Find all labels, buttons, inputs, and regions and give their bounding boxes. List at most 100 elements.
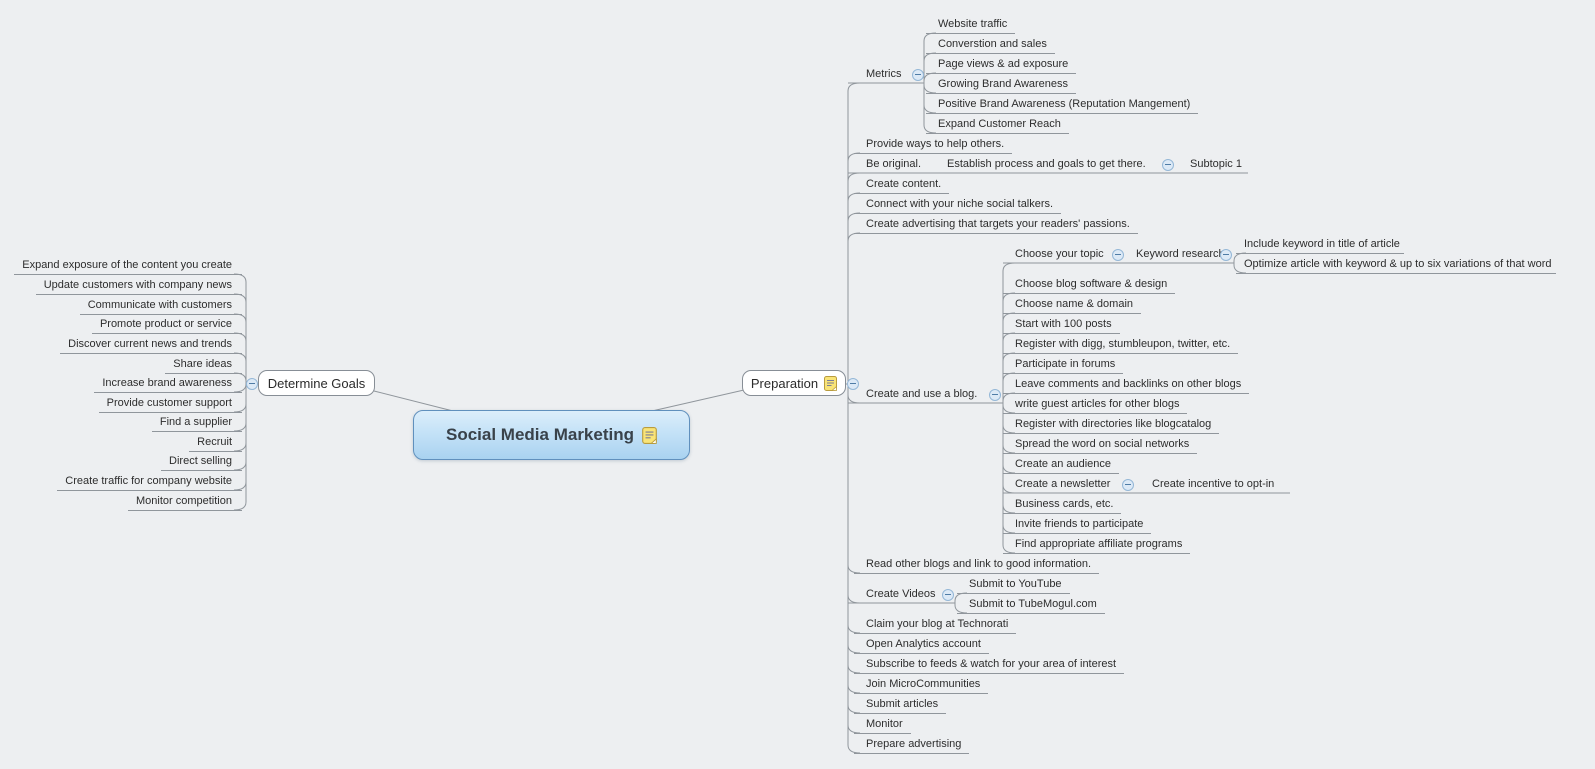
topic-dg2[interactable]: Update customers with company news	[35, 279, 242, 295]
topic-metrics[interactable]: Metrics	[854, 68, 909, 83]
collapse-icon-determine-goals[interactable]	[246, 378, 258, 390]
topic-m3[interactable]: Page views & ad exposure	[926, 58, 1077, 74]
collapse-icon-metrics[interactable]	[912, 69, 924, 81]
topic-label-dg12: Create traffic for company website	[65, 475, 232, 487]
topic-v1[interactable]: Submit to YouTube	[957, 578, 1070, 594]
topic-label-be-original: Be original.	[866, 158, 922, 170]
topic-dg11[interactable]: Direct selling	[161, 455, 242, 471]
topic-create-incentive[interactable]: Create incentive to opt-in	[1140, 478, 1282, 493]
topic-b7[interactable]: Leave comments and backlinks on other bl…	[1003, 378, 1250, 394]
topic-b5[interactable]: Register with digg, stumbleupon, twitter…	[1003, 338, 1239, 354]
topic-label-preparation: Preparation	[750, 375, 819, 391]
topic-create-newsletter[interactable]: Create a newsletter	[1003, 478, 1118, 493]
topic-label-dg3: Communicate with customers	[87, 299, 232, 311]
topic-label-dg7: Increase brand awareness	[102, 377, 232, 389]
topic-b13[interactable]: Business cards, etc.	[1003, 498, 1122, 514]
topic-b8[interactable]: write guest articles for other blogs	[1003, 398, 1188, 414]
topic-label-create-blog: Create and use a blog.	[866, 388, 978, 400]
topic-dg13[interactable]: Monitor competition	[128, 495, 242, 511]
topic-m4[interactable]: Growing Brand Awareness	[926, 78, 1077, 94]
topic-dg6[interactable]: Share ideas	[165, 358, 242, 374]
topic-submit-articles[interactable]: Submit articles	[854, 698, 947, 714]
topic-label-read-other-blogs: Read other blogs and link to good inform…	[866, 558, 1092, 570]
note-icon[interactable]	[642, 426, 657, 444]
topic-label-b6: Participate in forums	[1015, 358, 1116, 370]
topic-label-kw2: Optimize article with keyword & up to si…	[1244, 258, 1552, 270]
collapse-icon-create-blog[interactable]	[989, 389, 1001, 401]
topic-label-dg11: Direct selling	[169, 455, 232, 467]
topic-label-m3: Page views & ad exposure	[938, 58, 1069, 70]
topic-claim-blog[interactable]: Claim your blog at Technorati	[854, 618, 1017, 634]
topic-keyword-research[interactable]: Keyword research	[1124, 248, 1233, 263]
topic-dg1[interactable]: Expand exposure of the content you creat…	[14, 259, 242, 275]
topic-monitor[interactable]: Monitor	[854, 718, 911, 734]
topic-v2[interactable]: Submit to TubeMogul.com	[957, 598, 1105, 614]
topic-open-analytics[interactable]: Open Analytics account	[854, 638, 989, 654]
topic-create-videos[interactable]: Create Videos	[854, 588, 944, 603]
topic-subscribe-feeds[interactable]: Subscribe to feeds & watch for your area…	[854, 658, 1125, 674]
topic-label-dg8: Provide customer support	[106, 397, 232, 409]
topic-read-other-blogs[interactable]: Read other blogs and link to good inform…	[854, 558, 1100, 574]
topic-root[interactable]: Social Media Marketing	[413, 410, 690, 460]
topic-b10[interactable]: Spread the word on social networks	[1003, 438, 1198, 454]
topic-dg9[interactable]: Find a supplier	[151, 416, 242, 432]
topic-dg4[interactable]: Promote product or service	[91, 318, 242, 334]
topic-preparation[interactable]: Preparation	[742, 370, 846, 396]
topic-create-advertising[interactable]: Create advertising that targets your rea…	[854, 218, 1138, 234]
topic-b11[interactable]: Create an audience	[1003, 458, 1120, 474]
topic-kw2[interactable]: Optimize article with keyword & up to si…	[1236, 258, 1556, 274]
topic-label-monitor: Monitor	[866, 718, 903, 730]
topic-b14[interactable]: Invite friends to participate	[1003, 518, 1152, 534]
collapse-icon-preparation[interactable]	[847, 378, 859, 390]
note-icon-glyph	[642, 426, 657, 444]
topic-dg12[interactable]: Create traffic for company website	[57, 475, 242, 491]
topic-subtopic-1[interactable]: Subtopic 1	[1178, 158, 1250, 173]
topic-b6[interactable]: Participate in forums	[1003, 358, 1124, 374]
topic-label-b11: Create an audience	[1015, 458, 1112, 470]
topic-join-micro[interactable]: Join MicroCommunities	[854, 678, 989, 694]
topic-label-determine-goals: Determine Goals	[267, 375, 366, 391]
topic-label-b5: Register with digg, stumbleupon, twitter…	[1015, 338, 1231, 350]
topic-dg5[interactable]: Discover current news and trends	[60, 338, 242, 354]
topic-m6[interactable]: Expand Customer Reach	[926, 118, 1069, 134]
collapse-icon-choose-topic[interactable]	[1112, 249, 1124, 261]
topic-label-b3: Choose name & domain	[1015, 298, 1134, 310]
topic-label-subtopic-1: Subtopic 1	[1190, 158, 1242, 170]
collapse-icon-keyword-research[interactable]	[1220, 249, 1232, 261]
topic-label-b13: Business cards, etc.	[1015, 498, 1114, 510]
topic-label-b2: Choose blog software & design	[1015, 278, 1168, 290]
topic-connect-niche[interactable]: Connect with your niche social talkers.	[854, 198, 1062, 214]
collapse-icon-create-newsletter[interactable]	[1122, 479, 1134, 491]
topic-b2[interactable]: Choose blog software & design	[1003, 278, 1176, 294]
topic-label-prepare-advertising: Prepare advertising	[866, 738, 962, 750]
topic-label-b14: Invite friends to participate	[1015, 518, 1144, 530]
topic-label-establish: Establish process and goals to get there…	[947, 158, 1146, 170]
topic-dg8[interactable]: Provide customer support	[98, 397, 242, 413]
topic-prepare-advertising[interactable]: Prepare advertising	[854, 738, 970, 754]
topic-b15[interactable]: Find appropriate affiliate programs	[1003, 538, 1191, 554]
topic-be-original[interactable]: Be original.	[854, 158, 929, 173]
collapse-icon-establish[interactable]	[1162, 159, 1174, 171]
topic-dg10[interactable]: Recruit	[189, 436, 242, 452]
topic-label-create-content: Create content.	[866, 178, 942, 190]
topic-dg7[interactable]: Increase brand awareness	[94, 377, 242, 393]
topic-kw1[interactable]: Include keyword in title of article	[1236, 238, 1404, 254]
topic-establish[interactable]: Establish process and goals to get there…	[935, 158, 1154, 173]
topic-choose-topic[interactable]: Choose your topic	[1003, 248, 1112, 263]
topic-b4[interactable]: Start with 100 posts	[1003, 318, 1120, 334]
topic-create-content[interactable]: Create content.	[854, 178, 950, 194]
topic-label-open-analytics: Open Analytics account	[866, 638, 981, 650]
topic-m2[interactable]: Converstion and sales	[926, 38, 1055, 54]
topic-determine-goals[interactable]: Determine Goals	[258, 370, 375, 396]
topic-b3[interactable]: Choose name & domain	[1003, 298, 1142, 314]
collapse-icon-create-videos[interactable]	[942, 589, 954, 601]
topic-m5[interactable]: Positive Brand Awareness (Reputation Man…	[926, 98, 1199, 114]
topic-create-blog[interactable]: Create and use a blog.	[854, 388, 985, 403]
topic-b9[interactable]: Register with directories like blogcatal…	[1003, 418, 1220, 434]
note-icon[interactable]	[824, 375, 838, 391]
topic-provide-ways[interactable]: Provide ways to help others.	[854, 138, 1013, 154]
topic-m1[interactable]: Website traffic	[926, 18, 1016, 34]
topic-dg3[interactable]: Communicate with customers	[79, 299, 242, 315]
topic-label-choose-topic: Choose your topic	[1015, 248, 1104, 260]
